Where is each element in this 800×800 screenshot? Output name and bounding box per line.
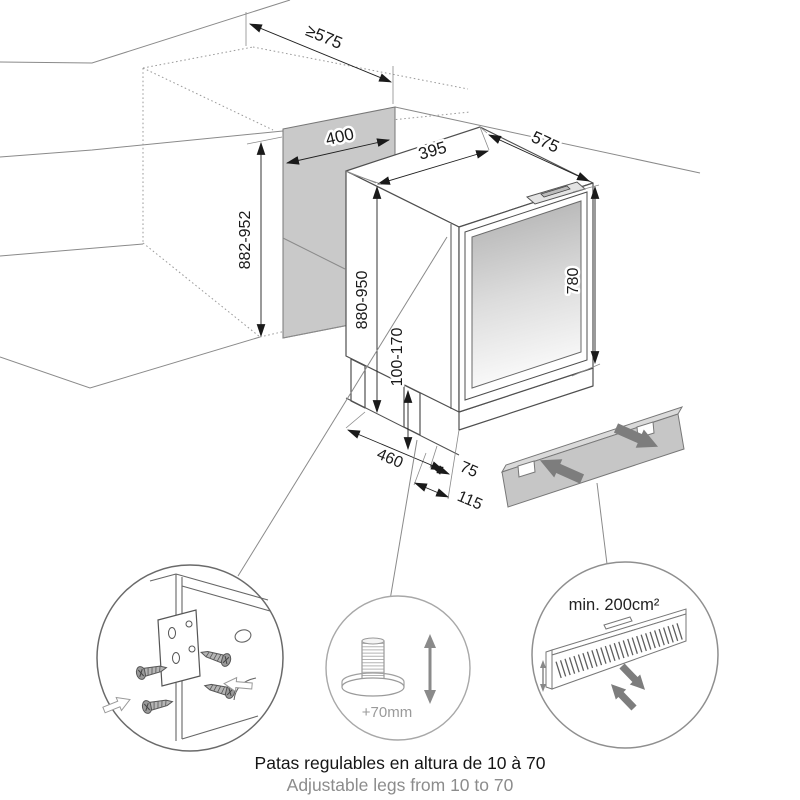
dim-base-depth: 460	[345, 411, 460, 500]
caption-es: Patas regulables en altura de 10 à 70	[255, 753, 546, 773]
mounting-bracket	[157, 609, 201, 687]
leader-lines	[237, 236, 608, 607]
detail-circle-bracket	[96, 564, 284, 752]
door-height-label: 780	[565, 268, 582, 295]
detail-circle-vent: min. 200cm²	[531, 561, 719, 749]
leader-line-bracket	[237, 236, 448, 577]
niche-height-label: 882-952	[237, 211, 254, 270]
base-depth-label: 460	[374, 446, 405, 472]
grille-height-arrow-icon	[540, 660, 546, 692]
offset-115-label: 115	[455, 488, 485, 514]
plinth-strip	[500, 406, 685, 508]
dim-door-height: 780	[563, 184, 601, 377]
dim-appliance-height: 880-950	[348, 172, 382, 414]
vent-grille	[545, 608, 687, 690]
dim-leg-height: 100-170	[387, 325, 413, 451]
adjustable-foot	[341, 637, 405, 697]
caption-en: Adjustable legs from 10 to 70	[287, 775, 514, 795]
dim-niche-depth-min: ≥575	[245, 12, 394, 104]
dim-offset-75: 75	[430, 456, 483, 484]
offset-75-label: 75	[457, 459, 480, 482]
appliance	[345, 126, 594, 456]
dim-niche-height: 882-952	[235, 136, 283, 338]
leader-line-vent	[596, 482, 608, 565]
leg-height-label: 100-170	[389, 328, 406, 387]
up-down-arrow-icon	[424, 634, 436, 704]
foot-adjust-label: +70mm	[362, 704, 412, 721]
detail-circle-foot: +70mm	[325, 595, 471, 741]
leader-line-foot	[388, 439, 418, 607]
plinth-notch-left	[517, 460, 536, 478]
vent-area-label: min. 200cm²	[569, 596, 660, 614]
appliance-height-label: 880-950	[354, 271, 371, 330]
appliance-depth-label: 575	[528, 127, 562, 156]
